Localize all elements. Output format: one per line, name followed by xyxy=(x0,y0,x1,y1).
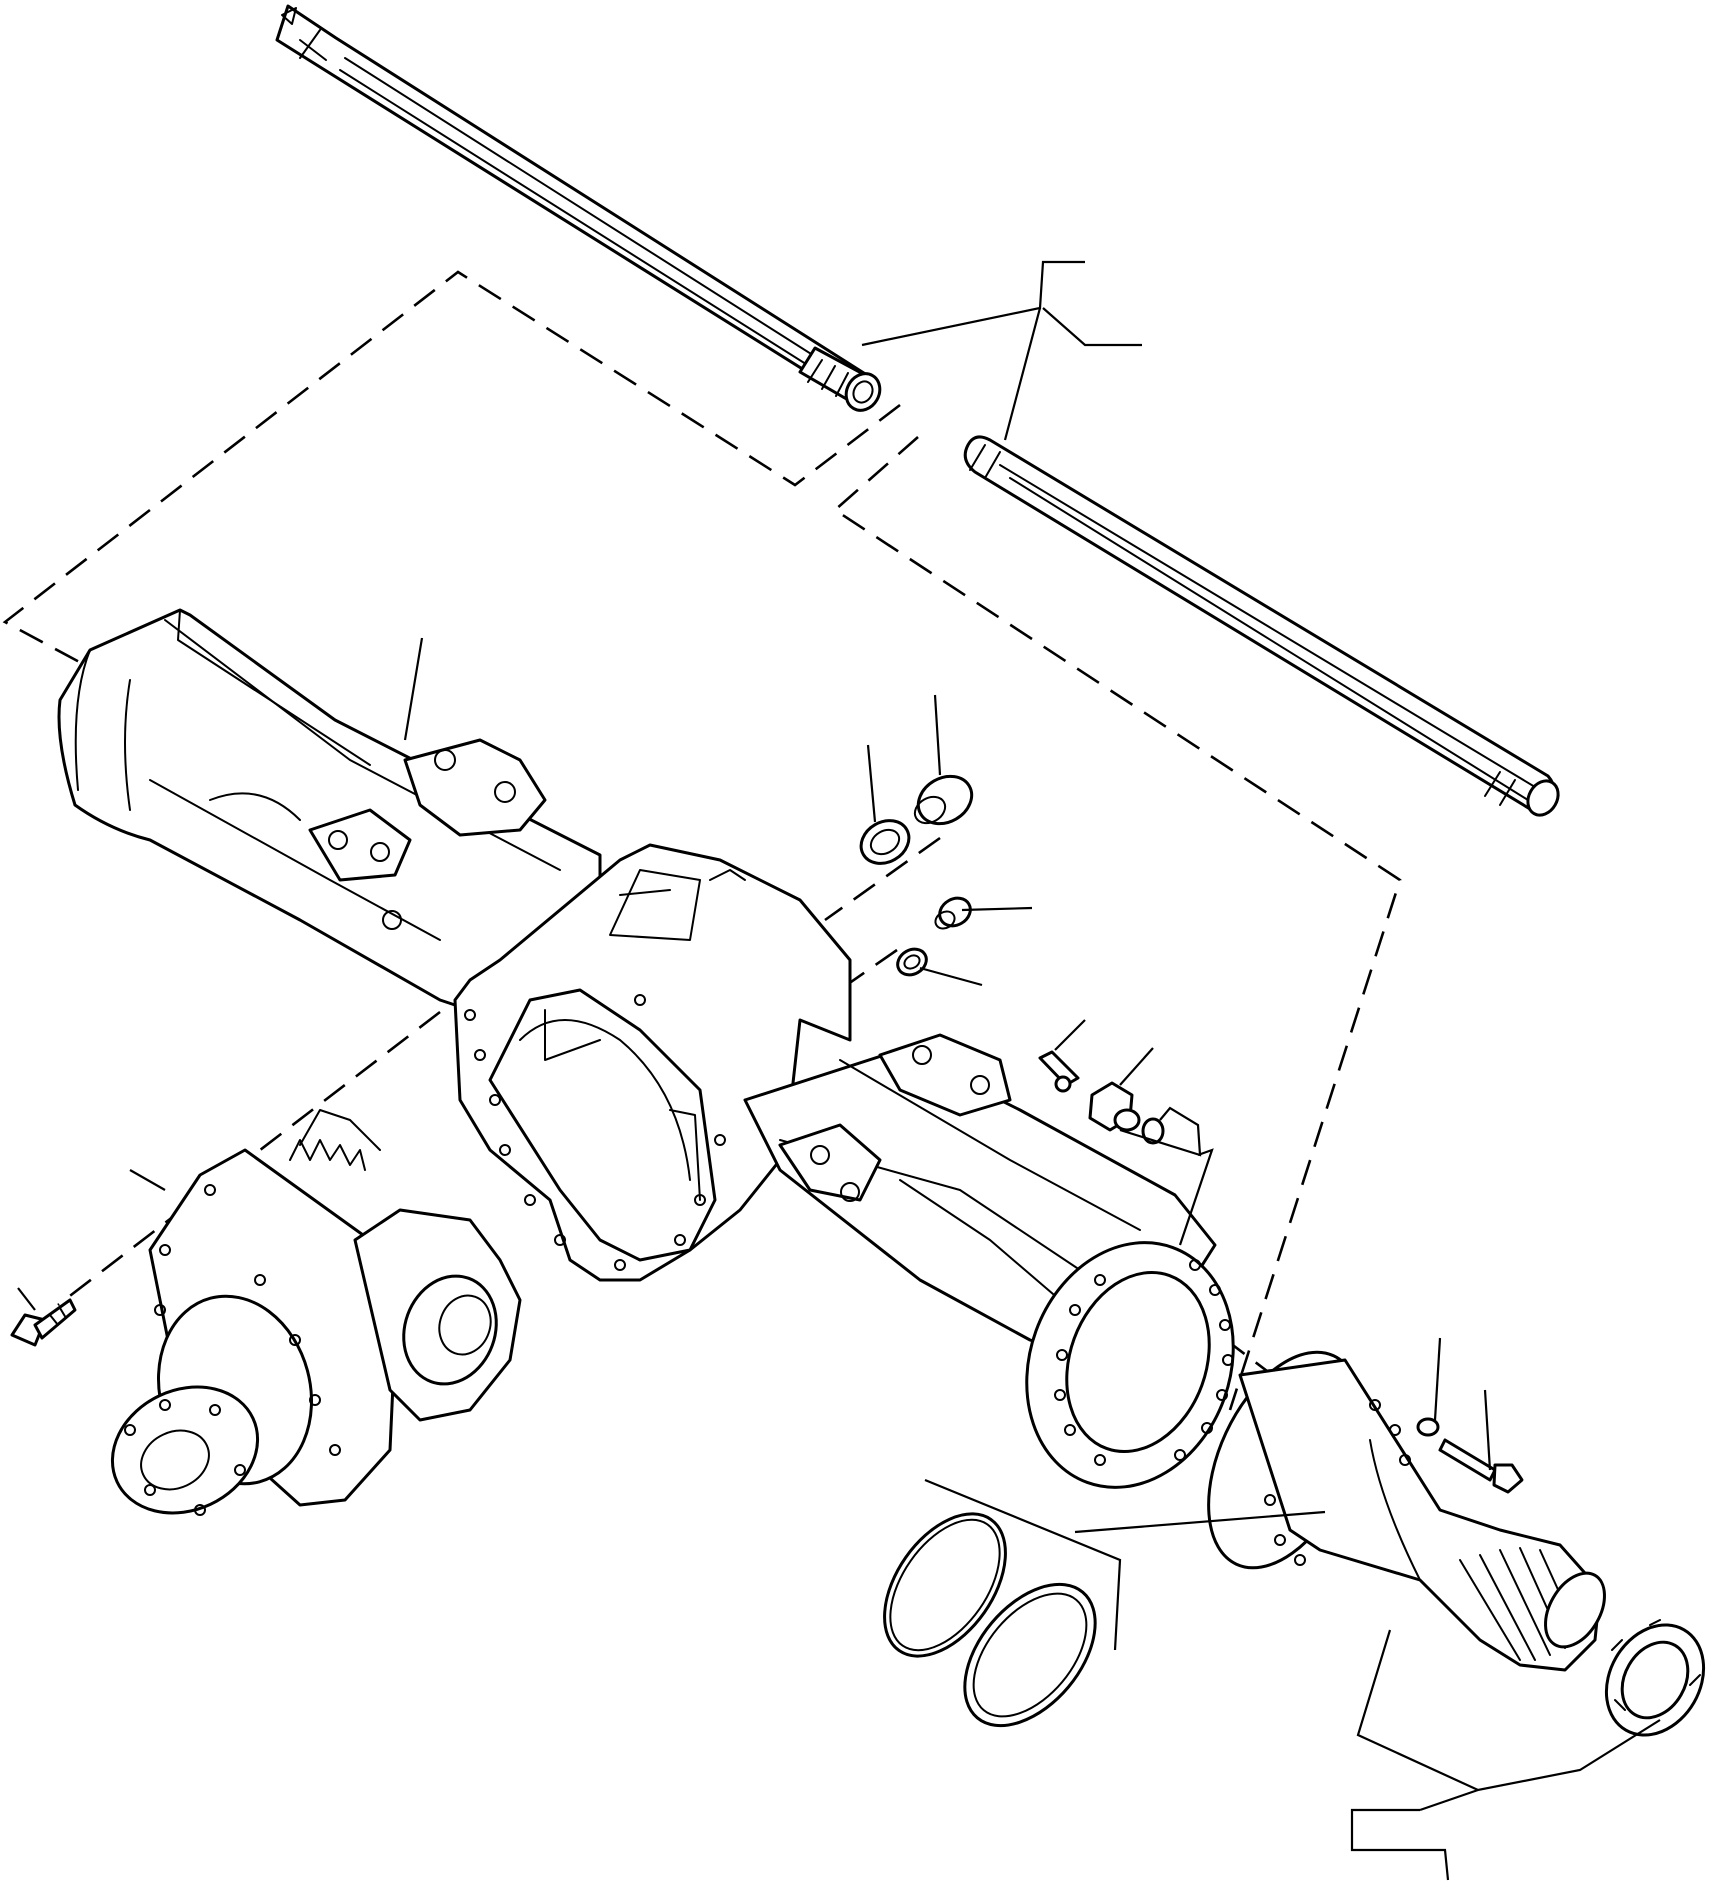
wheel-spindle xyxy=(1207,1350,1606,1672)
grease-nipple xyxy=(1038,1050,1080,1093)
level-plug-washer xyxy=(896,947,928,977)
axle-shaft-upper xyxy=(275,4,882,412)
breather-washer xyxy=(859,819,911,865)
spindle-nut xyxy=(1604,1619,1706,1737)
axle-shaft-lower xyxy=(963,435,1560,817)
drain-plug-seal xyxy=(1141,1117,1165,1145)
spindle-bolt-washer xyxy=(1416,1417,1440,1437)
carrier-mounting-bolt xyxy=(10,1298,77,1347)
seal-ring xyxy=(963,1582,1097,1728)
axle-housing xyxy=(57,608,1235,1489)
spindle-bolt xyxy=(1438,1438,1524,1494)
breather-plug xyxy=(913,774,974,826)
differential-carrier xyxy=(110,1109,522,1516)
drain-plug xyxy=(1088,1081,1141,1132)
level-plug xyxy=(934,896,972,930)
o-ring xyxy=(883,1512,1007,1658)
leader-lines xyxy=(17,260,1661,1881)
